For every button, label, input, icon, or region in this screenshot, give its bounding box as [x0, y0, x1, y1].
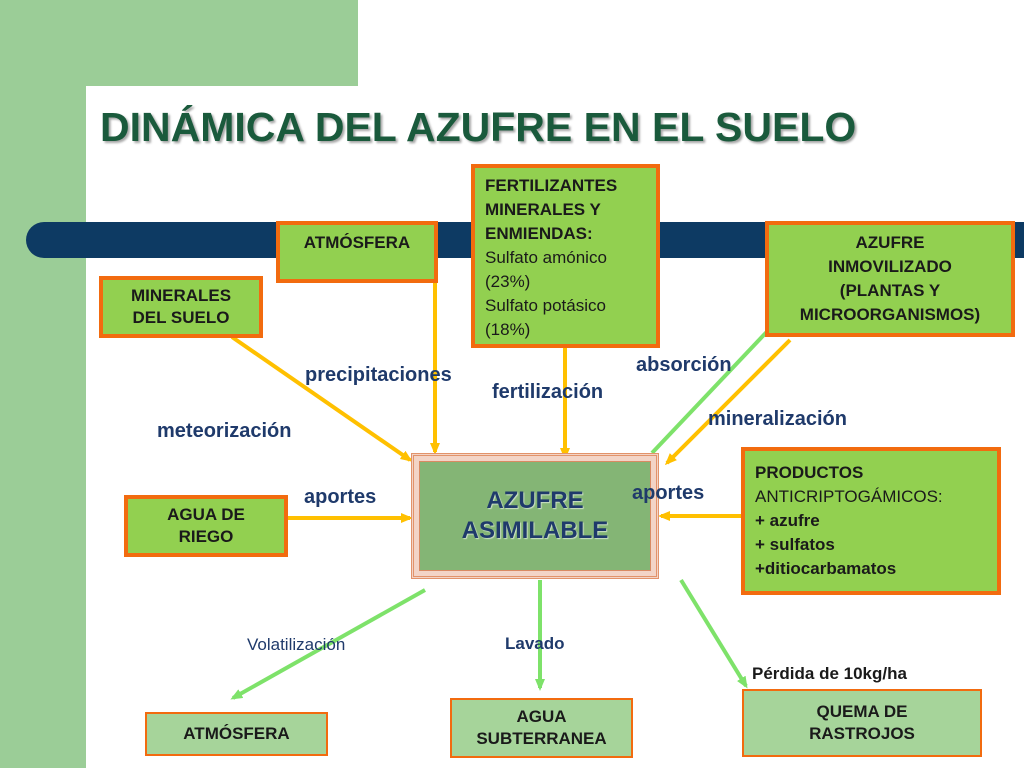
label-absorcion: absorción [636, 354, 732, 376]
node-agua-riego: AGUA DE RIEGO [124, 495, 288, 557]
node-azufre-inmovilizado: AZUFRE INMOVILIZADO (PLANTAS Y MICROORGA… [765, 221, 1015, 337]
label-perdida: Pérdida de 10kg/ha [752, 664, 907, 683]
label-mineralizacion: mineralización [708, 408, 847, 430]
page-title: DINÁMICA DEL AZUFRE EN EL SUELO [100, 104, 857, 150]
node-agua-subterranea: AGUA SUBTERRANEA [450, 698, 633, 758]
node-azufre-asimilable: AZUFRE ASIMILABLE [419, 461, 651, 571]
node-productos: PRODUCTOS ANTICRIPTOGÁMICOS: + azufre + … [741, 447, 1001, 595]
node-azufre-asimilable-frame: AZUFRE ASIMILABLE [411, 453, 659, 579]
arrow-perdida [679, 578, 748, 689]
label-lavado: Lavado [505, 634, 565, 653]
arrow-volatilizacion [230, 588, 426, 700]
label-volatilizacion: Volatilización [247, 635, 346, 654]
node-quema-rastrojos: QUEMA DE RASTROJOS [742, 689, 982, 757]
arrow-mineralizacion [664, 338, 792, 466]
label-fertilizacion: fertilización [492, 381, 604, 403]
node-atmosfera-top: ATMÓSFERA [276, 221, 438, 283]
label-aportes-right: aportes [632, 482, 705, 504]
label-aportes-left: aportes [304, 486, 377, 508]
arrow-absorcion [650, 317, 781, 455]
arrow-meteorizacion [230, 335, 413, 462]
sidebar-green [0, 0, 86, 768]
node-atmosfera-bottom: ATMÓSFERA [145, 712, 328, 756]
node-fertilizantes: FERTILIZANTES MINERALES Y ENMIENDAS: Sul… [471, 164, 660, 348]
label-precipitaciones: precipitaciones [305, 364, 452, 386]
header-green-block [0, 0, 358, 86]
node-minerales-suelo: MINERALES DEL SUELO [99, 276, 263, 338]
label-meteorizacion: meteorización [157, 420, 292, 442]
